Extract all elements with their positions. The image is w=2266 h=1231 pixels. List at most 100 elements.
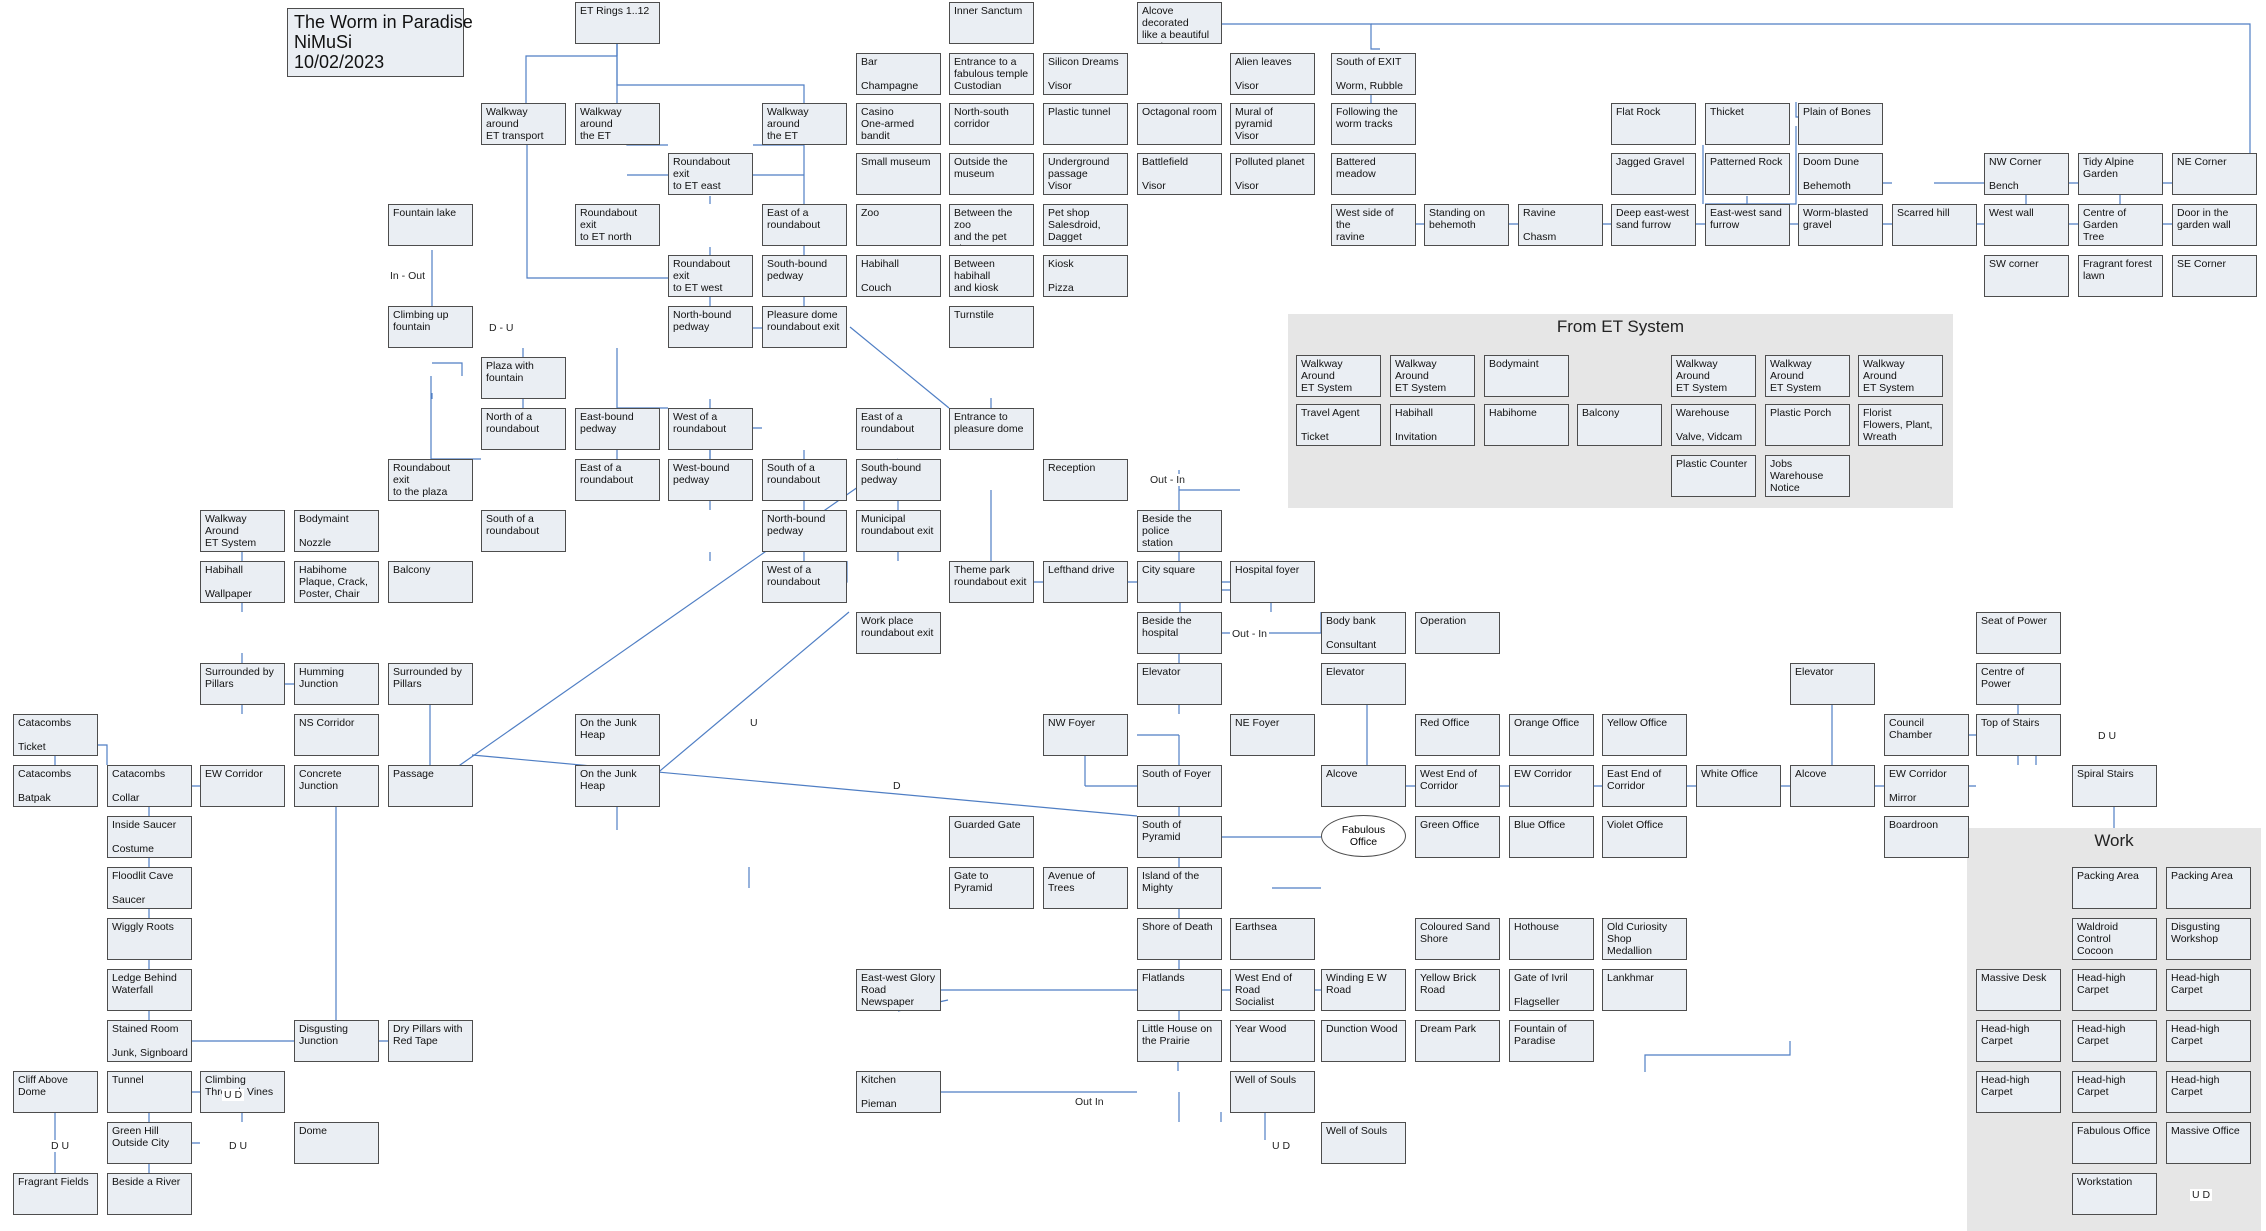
room-entrance-to-pleasure-dome[interactable]: Entrance to pleasure dome bbox=[949, 408, 1034, 450]
room-winding-e-w-road[interactable]: Winding E W Road bbox=[1321, 969, 1406, 1011]
room-east-of-a-roundabout[interactable]: East of a roundabout bbox=[762, 204, 847, 246]
room-east-of-a-roundabout[interactable]: East of a roundabout bbox=[575, 459, 660, 501]
room-reception[interactable]: Reception bbox=[1043, 459, 1128, 501]
room-ew-corridor[interactable]: EW Corridor bbox=[1509, 765, 1594, 807]
room-balcony[interactable]: Balcony bbox=[388, 561, 473, 603]
room-dome[interactable]: Dome bbox=[294, 1122, 379, 1164]
room-habihome[interactable]: Habihome bbox=[1484, 404, 1569, 446]
room-east-end-of-corridor[interactable]: East End of Corridor bbox=[1602, 765, 1687, 807]
room-turnstile[interactable]: Turnstile bbox=[949, 306, 1034, 348]
room-north-south-corridor[interactable]: North-south corridor bbox=[949, 103, 1034, 145]
room-nw-foyer[interactable]: NW Foyer bbox=[1043, 714, 1128, 756]
room-outside-the-museum[interactable]: Outside the museum bbox=[949, 153, 1034, 195]
room-year-wood[interactable]: Year Wood bbox=[1230, 1020, 1315, 1062]
room-surrounded-by-pillars[interactable]: Surrounded by Pillars bbox=[200, 663, 285, 705]
room-seat-of-power[interactable]: Seat of Power bbox=[1976, 612, 2061, 654]
room-council-chamber[interactable]: Council Chamber bbox=[1884, 714, 1969, 756]
room-south-of-foyer[interactable]: South of Foyer bbox=[1137, 765, 1222, 807]
room-flat-rock[interactable]: Flat Rock bbox=[1611, 103, 1696, 145]
room-walkway-around-et-system[interactable]: Walkway Around ET System bbox=[1390, 355, 1475, 397]
room-on-the-junk-heap[interactable]: On the Junk Heap bbox=[575, 714, 660, 756]
room-se-corner[interactable]: SE Corner bbox=[2172, 255, 2257, 297]
room-west-of-a-roundabout[interactable]: West of a roundabout bbox=[762, 561, 847, 603]
room-patterned-rock[interactable]: Patterned Rock bbox=[1705, 153, 1790, 195]
room-elevator[interactable]: Elevator bbox=[1790, 663, 1875, 705]
room-deep-east-west-sand-furrow[interactable]: Deep east-west sand furrow bbox=[1611, 204, 1696, 246]
room-jagged-gravel[interactable]: Jagged Gravel bbox=[1611, 153, 1696, 195]
room-alcove-decorated-like-a-beautiful-garden[interactable]: Alcove decorated like a beautiful garden bbox=[1137, 2, 1222, 44]
room-green-hill-outside-city[interactable]: Green Hill Outside City bbox=[107, 1122, 192, 1164]
room-roundabout-exit-to-et-west[interactable]: Roundabout exit to ET west bbox=[668, 255, 753, 297]
room-packing-area[interactable]: Packing Area bbox=[2072, 867, 2157, 909]
room-octagonal-room[interactable]: Octagonal room bbox=[1137, 103, 1222, 145]
room-fountain-lake[interactable]: Fountain lake bbox=[388, 204, 473, 246]
room-operation[interactable]: Operation bbox=[1415, 612, 1500, 654]
room-work-place-roundabout-exit[interactable]: Work place roundabout exit bbox=[856, 612, 941, 654]
room-west-bound-pedway[interactable]: West-bound pedway bbox=[668, 459, 753, 501]
room-elevator[interactable]: Elevator bbox=[1137, 663, 1222, 705]
room-lankhmar[interactable]: Lankhmar bbox=[1602, 969, 1687, 1011]
room-zoo[interactable]: Zoo bbox=[856, 204, 941, 246]
room-disgusting-junction[interactable]: Disgusting Junction bbox=[294, 1020, 379, 1062]
room-west-wall[interactable]: West wall bbox=[1984, 204, 2069, 246]
room-roundabout-exit-to-et-north[interactable]: Roundabout exit to ET north bbox=[575, 204, 660, 246]
room-hospital-foyer[interactable]: Hospital foyer bbox=[1230, 561, 1315, 603]
room-fragrant-forest-lawn[interactable]: Fragrant forest lawn bbox=[2078, 255, 2163, 297]
room-walkway-around-et-system[interactable]: Walkway Around ET System bbox=[200, 510, 285, 552]
room-orange-office[interactable]: Orange Office bbox=[1509, 714, 1594, 756]
room-south-of-a-roundabout[interactable]: South of a roundabout bbox=[762, 459, 847, 501]
room-plastic-counter[interactable]: Plastic Counter bbox=[1671, 455, 1756, 497]
room-west-end-of-corridor[interactable]: West End of Corridor bbox=[1415, 765, 1500, 807]
room-roundabout-exit-to-the-plaza[interactable]: Roundabout exit to the plaza bbox=[388, 459, 473, 501]
room-boardroon[interactable]: Boardroon bbox=[1884, 816, 1969, 858]
room-ew-corridor[interactable]: EW Corridor bbox=[200, 765, 285, 807]
room-walkway-around-the-et-transport-system[interactable]: Walkway around the ET transport system bbox=[575, 103, 660, 145]
room-yellow-brick-road[interactable]: Yellow Brick Road bbox=[1415, 969, 1500, 1011]
room-head-high-carpet[interactable]: Head-high Carpet bbox=[2166, 1020, 2251, 1062]
room-disgusting-workshop[interactable]: Disgusting Workshop bbox=[2166, 918, 2251, 960]
room-walkway-around-et-system[interactable]: Walkway Around ET System bbox=[1671, 355, 1756, 397]
room-passage[interactable]: Passage bbox=[388, 765, 473, 807]
room-walkway-around-et-transport-system[interactable]: Walkway around ET transport system bbox=[481, 103, 566, 145]
room-island-of-the-mighty[interactable]: Island of the Mighty bbox=[1137, 867, 1222, 909]
room-white-office[interactable]: White Office bbox=[1696, 765, 1781, 807]
room-plain-of-bones[interactable]: Plain of Bones bbox=[1798, 103, 1883, 145]
room-south-of-a-roundabout[interactable]: South of a roundabout bbox=[481, 510, 566, 552]
room-green-office[interactable]: Green Office bbox=[1415, 816, 1500, 858]
room-on-the-junk-heap[interactable]: On the Junk Heap bbox=[575, 765, 660, 807]
room-south-bound-pedway[interactable]: South-bound pedway bbox=[856, 459, 941, 501]
room-dunction-wood[interactable]: Dunction Wood bbox=[1321, 1020, 1406, 1062]
room-beside-a-river[interactable]: Beside a River bbox=[107, 1173, 192, 1215]
room-habihome-plaque-crack-poster-chair[interactable]: Habihome Plaque, Crack, Poster, Chair bbox=[294, 561, 379, 603]
room-roundabout-exit-to-et-east[interactable]: Roundabout exit to ET east bbox=[668, 153, 753, 195]
room-west-of-a-roundabout[interactable]: West of a roundabout bbox=[668, 408, 753, 450]
room-concrete-junction[interactable]: Concrete Junction bbox=[294, 765, 379, 807]
room-city-square[interactable]: City square bbox=[1137, 561, 1222, 603]
room-well-of-souls[interactable]: Well of Souls bbox=[1321, 1122, 1406, 1164]
room-standing-on-behemoth[interactable]: Standing on behemoth bbox=[1424, 204, 1509, 246]
room-head-high-carpet[interactable]: Head-high Carpet bbox=[2072, 1071, 2157, 1113]
room-florist-flowers-plant-wreath[interactable]: Florist Flowers, Plant, Wreath bbox=[1858, 404, 1943, 446]
room-worm-blasted-gravel[interactable]: Worm-blasted gravel bbox=[1798, 204, 1883, 246]
room-tidy-alpine-garden[interactable]: Tidy Alpine Garden bbox=[2078, 153, 2163, 195]
room-fountain-of-paradise[interactable]: Fountain of Paradise bbox=[1509, 1020, 1594, 1062]
room-centre-of-power[interactable]: Centre of Power bbox=[1976, 663, 2061, 705]
room-thicket[interactable]: Thicket bbox=[1705, 103, 1790, 145]
